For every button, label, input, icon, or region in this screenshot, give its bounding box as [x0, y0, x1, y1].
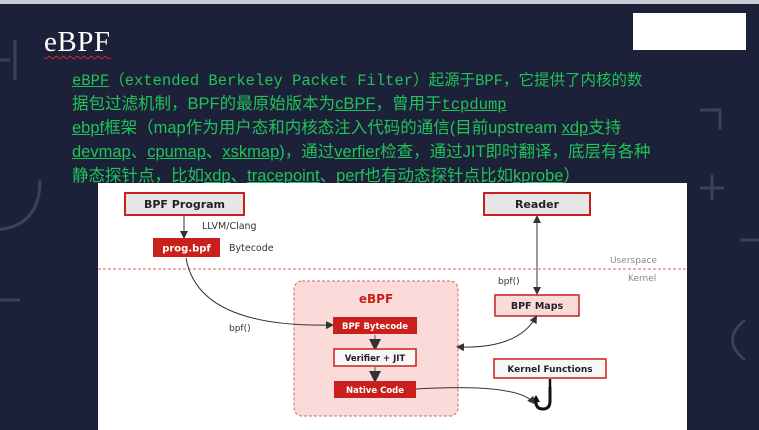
text-line-2: 据包过滤机制，BPF的最原始版本为cBPF，曾用于tcpdump: [72, 95, 507, 114]
hook-icon: [532, 379, 552, 411]
text-line-5: 静态探针点，比如xdp、tracepoint、perf也有动态探针点比如kpro…: [72, 167, 580, 185]
link-xdp[interactable]: xdp: [561, 119, 589, 137]
link-ebpf[interactable]: eBPF: [72, 72, 110, 90]
link-verfier[interactable]: verfier: [334, 143, 381, 161]
link-cpumap[interactable]: cpumap: [147, 143, 206, 161]
link-cbpf[interactable]: cBPF: [335, 95, 376, 113]
ebpf-region-label: eBPF: [359, 292, 393, 306]
ebpf-architecture-diagram: Userspace Kernel BPF Program LLVM/Clang …: [98, 183, 687, 430]
link-xdp-2[interactable]: xdp: [204, 167, 231, 185]
link-kprobe[interactable]: kprobe: [513, 167, 564, 185]
bpf-bytecode-label: BPF Bytecode: [342, 322, 408, 332]
native-code-box: [334, 381, 416, 398]
prog-bpf-label: prog.bpf: [162, 244, 211, 255]
link-tracepoint[interactable]: tracepoint: [247, 167, 320, 185]
verifier-jit-label: Verifier + JIT: [345, 354, 406, 364]
kernel-label: Kernel: [628, 274, 656, 284]
native-hook-arrow: [415, 387, 536, 405]
link-devmap[interactable]: devmap: [72, 143, 131, 161]
native-code-label: Native Code: [346, 386, 404, 396]
link-xskmap[interactable]: xskmap: [222, 143, 280, 161]
maps-ebpf-arrow: [456, 315, 537, 352]
verifier-jit-box: [333, 348, 417, 367]
llvm-clang-label: LLVM/Clang: [202, 221, 257, 232]
text-line-3: ebpf框架（map作为用户态和内核态注入代码的通信(目前upstream xd…: [72, 119, 622, 137]
bpf-bytecode-box: [333, 317, 417, 334]
bpf-maps-label: BPF Maps: [511, 301, 564, 312]
bpf-maps-box: [494, 294, 580, 317]
reader-label: Reader: [515, 198, 560, 211]
kernel-functions-label: Kernel Functions: [507, 365, 592, 375]
kernel-functions-box: [493, 358, 607, 379]
text-line-4: devmap、cpumap、xskmap)，通过verfier检查，通过JIT即…: [72, 143, 651, 161]
link-ebpf-lower[interactable]: ebpf: [72, 119, 105, 137]
load-arrow: [185, 257, 334, 330]
bytecode-label: Bytecode: [229, 243, 274, 254]
link-tcpdump[interactable]: tcpdump: [441, 96, 507, 114]
bpf-call-left: bpf(): [229, 324, 251, 334]
slide-title: eBPF: [44, 26, 111, 58]
top-strip: [0, 0, 759, 4]
bpf-call-right: bpf(): [498, 277, 520, 287]
userspace-label: Userspace: [610, 256, 657, 266]
prog-bpf-box: [153, 238, 220, 257]
blank-white-box: [633, 13, 746, 50]
text-line-1: eBPF（extended Berkeley Packet Filter）起源于…: [72, 72, 643, 90]
bpf-program-label: BPF Program: [144, 198, 225, 211]
